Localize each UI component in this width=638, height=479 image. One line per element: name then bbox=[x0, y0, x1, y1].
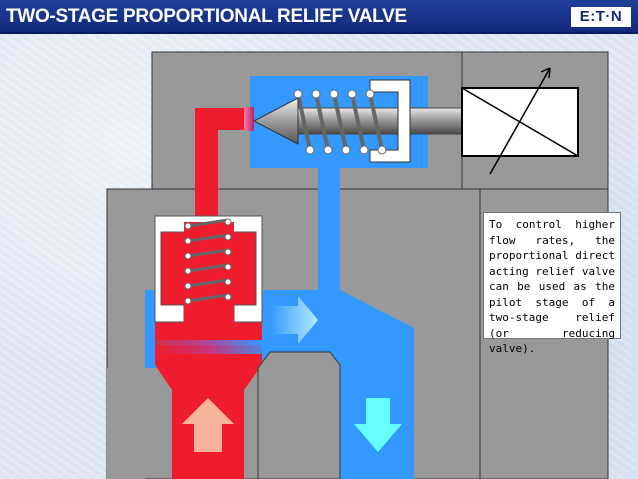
spring-retainer bbox=[369, 79, 411, 163]
body-block-center bbox=[257, 351, 341, 479]
slide-title: TWO-STAGE PROPORTIONAL RELIEF VALVE bbox=[6, 6, 407, 27]
pilot-line bbox=[195, 108, 250, 216]
title-bar: TWO-STAGE PROPORTIONAL RELIEF VALVE E:T·… bbox=[0, 0, 638, 34]
body-block-left bbox=[107, 368, 145, 479]
solenoid-icon bbox=[461, 67, 579, 175]
description-note: To control higher flow rates, the propor… bbox=[483, 212, 621, 355]
right-arrow-icon bbox=[270, 296, 318, 344]
pilot-poppet bbox=[252, 97, 299, 145]
pilot-spring bbox=[293, 89, 387, 155]
down-arrow-icon bbox=[354, 398, 402, 452]
up-arrow-icon bbox=[182, 398, 234, 452]
eaton-logo: E:T·N bbox=[571, 7, 631, 27]
pilot-chamber bbox=[250, 76, 428, 479]
spring-icon bbox=[184, 218, 234, 308]
